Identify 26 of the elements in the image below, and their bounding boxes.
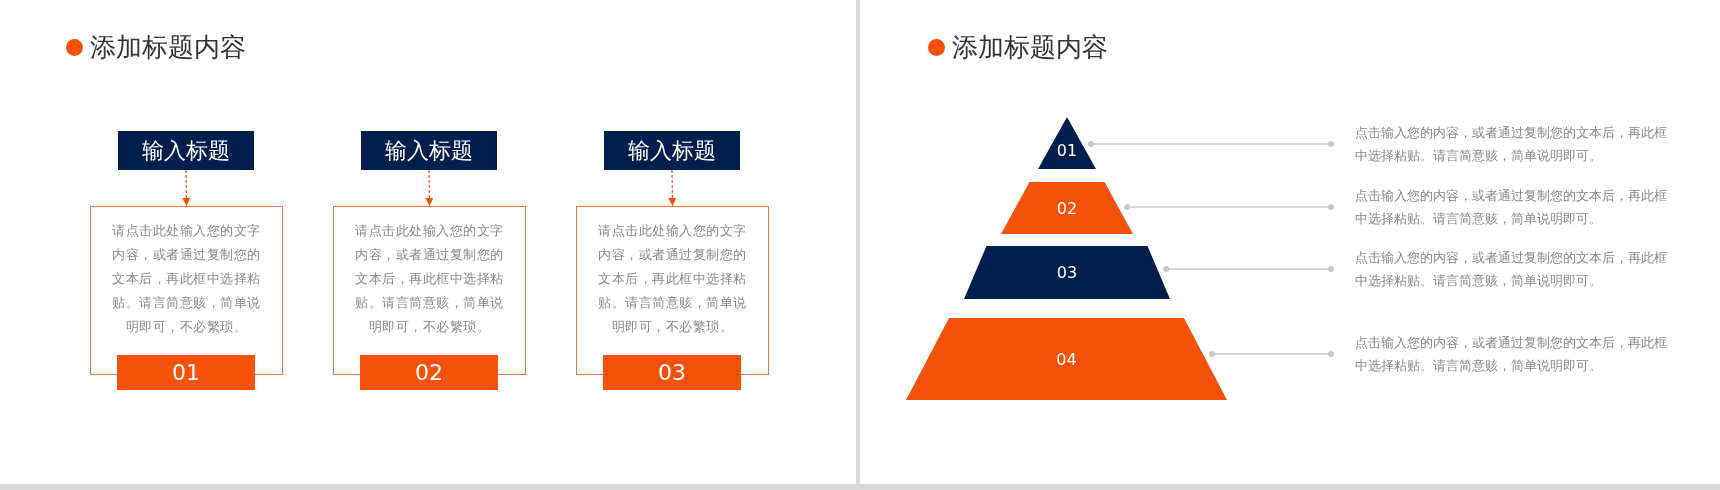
number-badge: 02 xyxy=(360,355,498,390)
body-text: 请点击此处输入您的文字内容，或者通过复制您的文本后，再此框中选择粘贴。请言简意赅，简单说明即可，不必繁琐。 xyxy=(354,222,505,336)
arrow xyxy=(668,169,677,207)
slide-title: 添加标题内容 xyxy=(90,31,246,64)
arrow xyxy=(425,169,434,207)
description-text: 点击输入您的内容，或者通过复制您的文本后，再此框中选择粘贴。请言简意赅，简单说明即可。 xyxy=(1355,184,1677,230)
number-badge: 03 xyxy=(603,355,741,390)
heading-banner: 输入标题 xyxy=(118,131,254,170)
leader-line xyxy=(1124,204,1334,210)
pyramid-tier: 04 xyxy=(906,318,1227,400)
pyramid-tier: 03 xyxy=(964,246,1170,299)
body-text: 请点击此处输入您的文字内容，或者通过复制您的文本后，再此框中选择粘贴。请言简意赅，简单说明即可，不必繁琐。 xyxy=(111,222,262,336)
pyramid-tier: 01 xyxy=(1038,117,1096,169)
description-text: 点击输入您的内容，或者通过复制您的文本后，再此框中选择粘贴。请言简意赅，简单说明即可。 xyxy=(1355,121,1677,167)
description-text: 点击输入您的内容，或者通过复制您的文本后，再此框中选择粘贴。请言简意赅，简单说明即可。 xyxy=(1355,246,1677,292)
arrow xyxy=(182,169,191,207)
leader-line xyxy=(1088,141,1334,147)
heading-banner: 输入标题 xyxy=(361,131,497,170)
description-text: 点击输入您的内容，或者通过复制您的文本后，再此框中选择粘贴。请言简意赅，简单说明即可。 xyxy=(1355,331,1677,377)
leader-line xyxy=(1163,266,1334,272)
pyramid-tier: 02 xyxy=(1001,182,1133,234)
body-text: 请点击此处输入您的文字内容，或者通过复制您的文本后，再此框中选择粘贴。请言简意赅，简单说明即可，不必繁琐。 xyxy=(597,222,748,336)
heading-banner: 输入标题 xyxy=(604,131,740,170)
leader-line xyxy=(1208,351,1334,357)
number-badge: 01 xyxy=(117,355,255,390)
slide-title: 添加标题内容 xyxy=(952,31,1108,64)
